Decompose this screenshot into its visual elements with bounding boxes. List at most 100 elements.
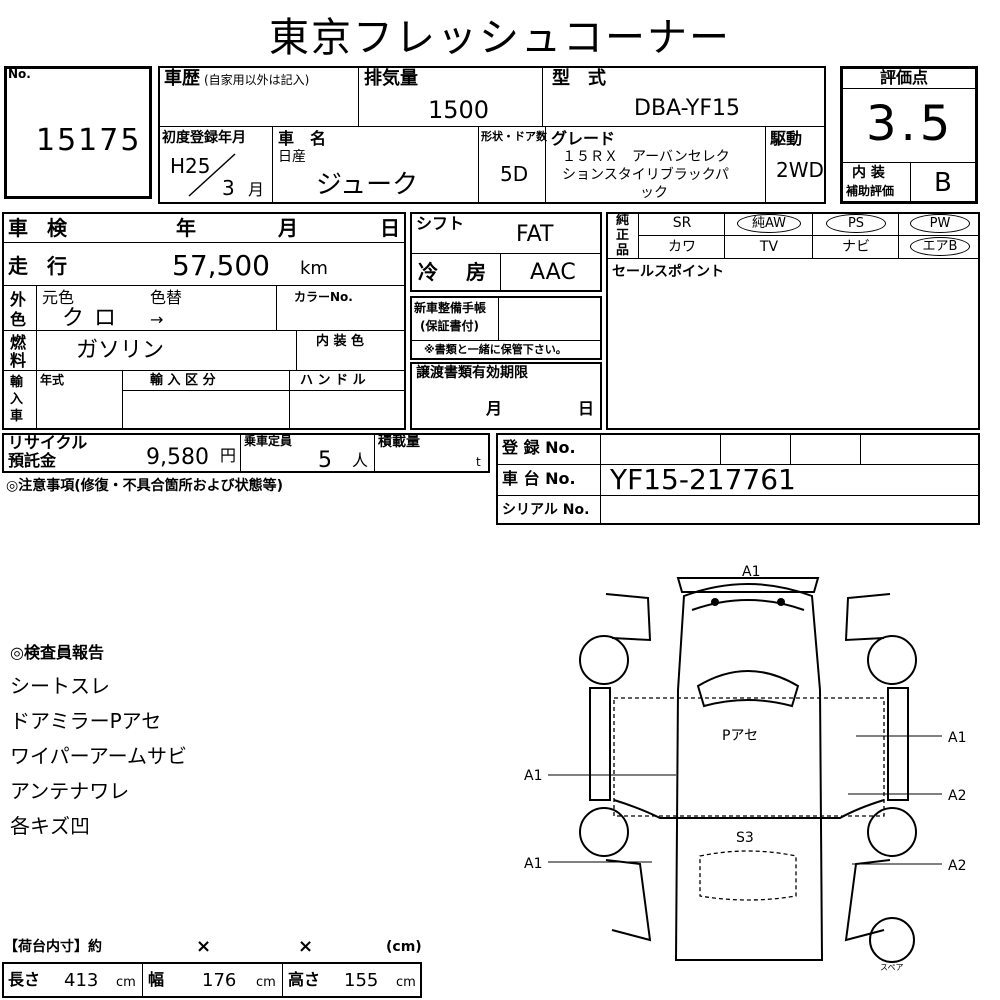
- inspection-month: 月: [278, 216, 298, 240]
- first-reg-year: H25: [170, 154, 211, 178]
- rear-window-dashed: [699, 850, 797, 901]
- color-change-value: →: [150, 310, 164, 329]
- lot-box: [4, 66, 152, 199]
- cargo-width: 176: [202, 970, 237, 991]
- inspector-item: ワイパーアームサビ: [10, 744, 187, 768]
- ac-label: 冷 房: [418, 260, 490, 284]
- color-code-label: カラーNo.: [294, 290, 353, 304]
- car-name-value: ジューク: [316, 170, 419, 200]
- first-reg-month: 3: [222, 176, 235, 200]
- equip-navi: ナビ: [842, 239, 870, 255]
- original-color-value: クロ: [62, 306, 127, 331]
- recycle-value: 9,580: [146, 445, 209, 470]
- capacity-unit: 人: [352, 451, 369, 470]
- damage-mark-left-upper: A1: [524, 768, 542, 784]
- damage-mark-right-1: A1: [948, 730, 966, 746]
- page-title: 東京フレッシュコーナー: [269, 15, 731, 61]
- cargo-height-unit: cm: [396, 975, 416, 990]
- maintenance-box: [410, 296, 602, 360]
- import-type-label: 輸 入 区 分: [150, 373, 216, 388]
- right-mirror-dot: [777, 598, 785, 606]
- lot-label: No.: [8, 67, 31, 81]
- inspection-year: 年: [176, 216, 196, 240]
- left-sill: [589, 687, 611, 801]
- doors-value: 5D: [500, 162, 529, 186]
- sales-point-label: セールスポイント: [612, 264, 724, 280]
- inspector-item: 各キズ凹: [10, 814, 90, 838]
- lot-number: 15175: [36, 123, 142, 158]
- equip-alloy-wheel: 純AW: [751, 216, 787, 231]
- cargo-length: 413: [64, 970, 99, 991]
- interior-color-label: 内 装 色: [316, 334, 365, 349]
- mileage-unit: km: [300, 258, 328, 279]
- right-rear-wheel: [867, 807, 917, 857]
- model-label: 型 式: [552, 68, 606, 89]
- ac-value: AAC: [530, 260, 576, 285]
- caution-label: ◎注意事項(修復・不具合箇所および状態等): [6, 478, 284, 494]
- cargo-label: 【荷台内寸】約: [4, 939, 102, 955]
- left-front-fender: [605, 593, 652, 642]
- damage-mark-left-lower: A1: [524, 856, 542, 872]
- right-sill: [887, 687, 909, 801]
- left-rear-fender: [605, 859, 652, 942]
- first-reg-slash: [188, 153, 236, 197]
- transfer-month: 月: [486, 399, 503, 418]
- interior-value: B: [934, 168, 952, 198]
- equip-power-window: PW: [929, 216, 951, 231]
- inspector-item: シートスレ: [10, 674, 110, 698]
- transfer-day: 日: [578, 399, 595, 418]
- inspection-label: 車 検: [8, 216, 73, 240]
- cargo-width-unit: cm: [256, 975, 276, 990]
- first-reg-label: 初度登録年月: [162, 130, 246, 146]
- spare-tire: [869, 917, 915, 963]
- info-grid-top: [158, 66, 826, 204]
- model-value: DBA-YF15: [634, 96, 741, 121]
- grade-line-3: ック: [640, 185, 668, 201]
- doors-label: 形状・ドア数: [481, 130, 547, 143]
- shift-ac-box: [410, 212, 602, 292]
- drive-label: 駆動: [770, 129, 803, 148]
- equip-power-window-circle: [910, 214, 970, 233]
- right-front-fender: [844, 593, 891, 642]
- fuel-label: 燃料: [10, 333, 27, 370]
- interior-label-1: 内 装: [852, 165, 885, 181]
- load-label: 積載量: [378, 434, 420, 450]
- damage-mark-right-2: A2: [948, 788, 966, 804]
- grade-label: グレード: [551, 129, 616, 148]
- hood-line: [691, 599, 805, 611]
- first-reg-month-unit: 月: [248, 180, 265, 199]
- cargo-length-label: 長さ: [8, 970, 41, 989]
- load-unit: t: [476, 455, 481, 469]
- cargo-width-label: 幅: [148, 970, 165, 989]
- cargo-box: [2, 962, 422, 998]
- history-label: 車歴: [164, 68, 200, 89]
- registration-box: [496, 433, 980, 525]
- cargo-length-unit: cm: [116, 975, 136, 990]
- shift-label: シフト: [416, 214, 465, 233]
- damage-mark-right-3: A2: [948, 858, 966, 874]
- exterior-color-label: 外色: [10, 290, 27, 329]
- equip-power-steering-circle: [826, 214, 886, 233]
- maintenance-label-2: (保証書付): [420, 319, 479, 333]
- roof-dashed: [613, 697, 885, 817]
- mileage-label: 走 行: [8, 254, 73, 278]
- equip-leather: カワ: [668, 239, 696, 255]
- serial-label: シリアル No.: [502, 502, 590, 518]
- shift-value: FAT: [516, 222, 554, 247]
- inspector-item: ドアミラーPアセ: [10, 709, 162, 733]
- inspector-label: ◎検査員報告: [10, 643, 104, 662]
- maintenance-label-1: 新車整備手帳: [414, 301, 487, 315]
- import-year-label: 年式: [40, 373, 65, 387]
- transfer-box: [410, 362, 602, 430]
- mileage-value: 57,500: [172, 249, 270, 282]
- color-change-label: 色替: [150, 288, 183, 307]
- chassis-number: YF15-217761: [610, 463, 796, 496]
- import-label: 輸入車: [10, 375, 24, 424]
- fuel-value: ガソリン: [76, 338, 165, 363]
- score-box: [840, 66, 978, 204]
- equip-tv: TV: [759, 239, 779, 255]
- registration-label: 登 録 No.: [502, 438, 576, 457]
- left-rear-wheel: [579, 807, 629, 857]
- capacity-label: 乗車定員: [244, 434, 293, 448]
